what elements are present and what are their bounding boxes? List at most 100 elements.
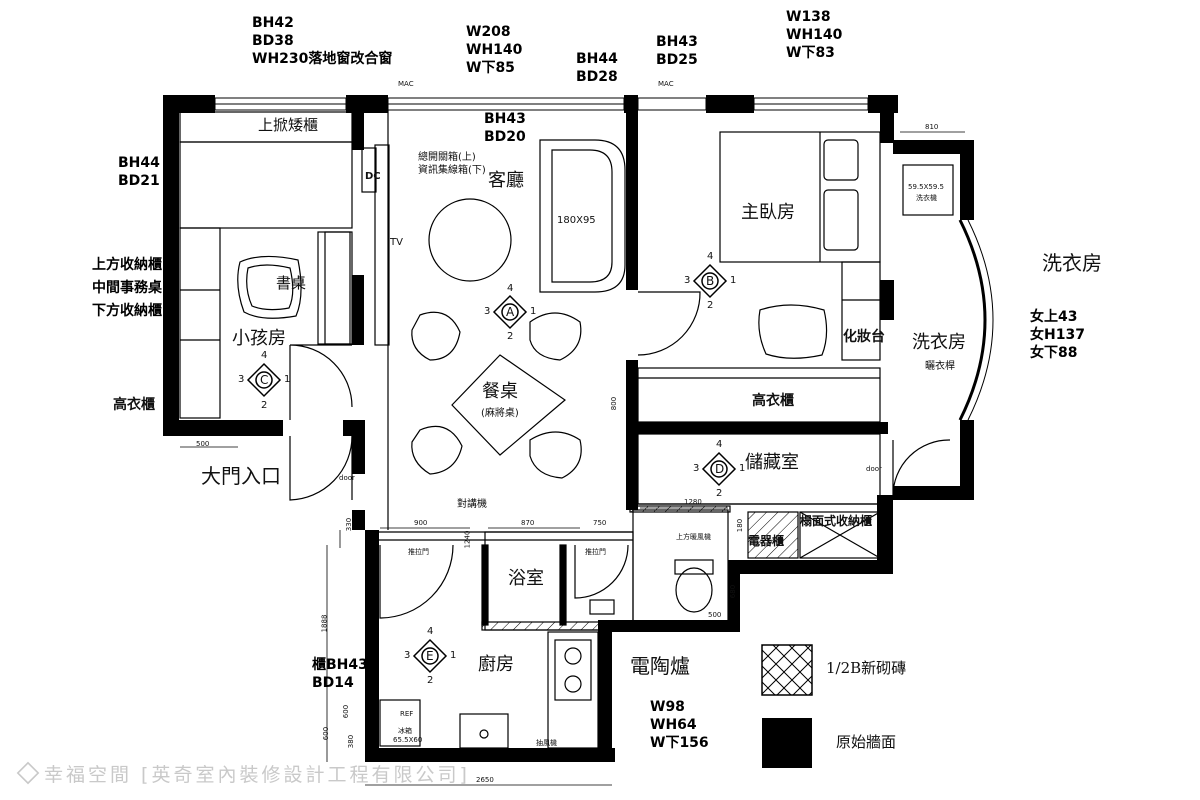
master-wardrobe-label: 高衣櫃 — [752, 393, 794, 409]
spec-stove-window: W98 WH64 W下156 — [650, 698, 709, 753]
windows — [214, 97, 869, 111]
dim-1888: 1888 — [320, 614, 329, 633]
dim-1280: 1280 — [684, 498, 702, 506]
spec-line: W138 — [786, 9, 831, 25]
room-kitchen: 廚房 — [478, 654, 514, 675]
room-living: 客廳 — [488, 170, 524, 191]
spec-top-left: BH42 BD38 WH230落地窗改合窗 — [252, 14, 392, 69]
fridge-size: 65.5X60 — [393, 736, 423, 744]
spec-line: WH230落地窗改合窗 — [252, 51, 393, 68]
room-laundry: 洗衣房 — [912, 332, 966, 353]
spec-line: BH44 — [118, 155, 160, 171]
drying-rack-label: 曬衣桿 — [925, 361, 955, 372]
dim-750: 750 — [593, 519, 607, 527]
spec-line: 女H137 — [1030, 327, 1085, 344]
dim-900: 900 — [414, 519, 428, 527]
dim-2650: 2650 — [476, 776, 494, 784]
dim-870: 870 — [521, 519, 535, 527]
spec-line: BD28 — [576, 69, 618, 86]
spec-bh43-bd25: BH43 BD25 — [656, 33, 698, 69]
dim-800: 800 — [610, 396, 619, 411]
fridge-label: 冰箱 — [398, 727, 412, 735]
legend-swatches — [761, 644, 813, 768]
marker-west: 3 — [238, 374, 245, 385]
vanity-label: 化妝台 — [843, 329, 885, 345]
dim-380: 380 — [347, 734, 356, 749]
spec-line: WH64 — [650, 717, 697, 734]
view-marker-d — [701, 451, 737, 487]
note-line: 上方收納櫃 — [92, 257, 162, 273]
washer-size: 59.5X59.5 — [908, 183, 944, 191]
door-swings — [289, 291, 951, 619]
spec-line: W98 — [650, 699, 685, 715]
spec-line: W下85 — [466, 60, 515, 77]
note-line: 下方收納櫃 — [92, 303, 162, 320]
marker-letter: D — [715, 462, 725, 476]
spec-bh44-bd21: BH44 BD21 — [118, 154, 160, 190]
dim-330: 330 — [345, 517, 354, 532]
house-icon — [16, 761, 40, 785]
top-low-cabinet-label: 上掀矮櫃 — [258, 116, 319, 134]
room-kids: 小孩房 — [232, 328, 286, 349]
washer-label: 洗衣機 — [916, 194, 937, 202]
electrical-box-top: 總開關箱(上) — [418, 152, 476, 163]
tatami-cabinet-label: 榻面式收納櫃 — [800, 514, 873, 528]
room-storage: 儲藏室 — [745, 452, 799, 473]
tv-label: TV — [390, 237, 403, 248]
hood-label: 抽風機 — [536, 739, 557, 747]
marker-east: 1 — [450, 650, 457, 661]
spec-line: 女上43 — [1030, 309, 1078, 325]
view-marker-e — [412, 638, 448, 674]
storage-door-label: door — [866, 465, 882, 473]
laundry-side-label: 洗衣房 — [1042, 251, 1102, 275]
marker-east: 1 — [284, 374, 291, 385]
marker-west: 3 — [693, 463, 700, 474]
note-line: 中間事務桌 — [92, 280, 162, 297]
watermark-text: 幸福空間 [英奇室內裝修設計工程有限公司] — [44, 764, 470, 786]
marker-south: 2 — [707, 300, 714, 311]
spec-line: BH43 — [656, 34, 698, 50]
marker-south: 2 — [427, 675, 434, 686]
spec-line: BH43 — [484, 111, 526, 127]
spec-line: W下156 — [650, 735, 709, 752]
spec-line: W208 — [466, 24, 511, 40]
legend-wall-label: 原始牆面 — [836, 733, 897, 751]
spec-line: 女下88 — [1030, 345, 1078, 362]
spec-line: BH42 — [252, 15, 294, 31]
marker-west: 3 — [484, 306, 491, 317]
kids-cabinet-notes: 上方收納櫃 中間事務桌 下方收納櫃 — [92, 254, 162, 323]
legend-brick-label: 1/2B新砌磚 — [826, 659, 907, 677]
spec-line: BD14 — [312, 675, 354, 692]
spec-kitchen-cabinet: 櫃BH43 BD14 — [312, 656, 368, 692]
sliding-door-1: 推拉門 — [408, 548, 429, 556]
marker-east: 1 — [739, 463, 746, 474]
marker-letter: E — [426, 649, 434, 663]
dc-label: DC — [365, 171, 381, 182]
spec-bh44-bd28: BH44 BD28 — [576, 50, 618, 86]
desk-label: 書桌 — [276, 274, 307, 292]
dim-1240: 1240 — [463, 530, 472, 549]
spec-laundry-window: 女上43 女H137 女下88 — [1030, 308, 1085, 363]
stove-label: 電陶爐 — [630, 654, 690, 678]
room-dining: 餐桌 — [482, 381, 518, 402]
spec-line: 櫃BH43 — [312, 657, 368, 673]
spec-line: BH44 — [576, 51, 618, 67]
fridge-ref-label: REF — [400, 710, 414, 718]
entrance-label: 大門入口 — [201, 464, 281, 488]
marker-east: 1 — [730, 275, 737, 286]
appliance-cabinet-label: 電器櫃 — [748, 534, 785, 548]
interior-lines — [179, 110, 994, 749]
marker-south: 2 — [716, 488, 723, 499]
view-marker-b — [692, 263, 728, 299]
exterior-walls — [163, 95, 974, 762]
spec-line: BD38 — [252, 33, 294, 50]
dimension-lines — [180, 131, 965, 786]
sofa-size: 180X95 — [557, 215, 596, 226]
spec-line: BD20 — [484, 129, 526, 146]
kids-wardrobe-note: 高衣櫃 — [113, 397, 155, 413]
dim-680: 680 — [729, 584, 738, 599]
spec-line: WH140 — [466, 42, 523, 59]
sliding-door-2: 推拉門 — [585, 548, 606, 556]
marker-south: 2 — [261, 400, 268, 411]
